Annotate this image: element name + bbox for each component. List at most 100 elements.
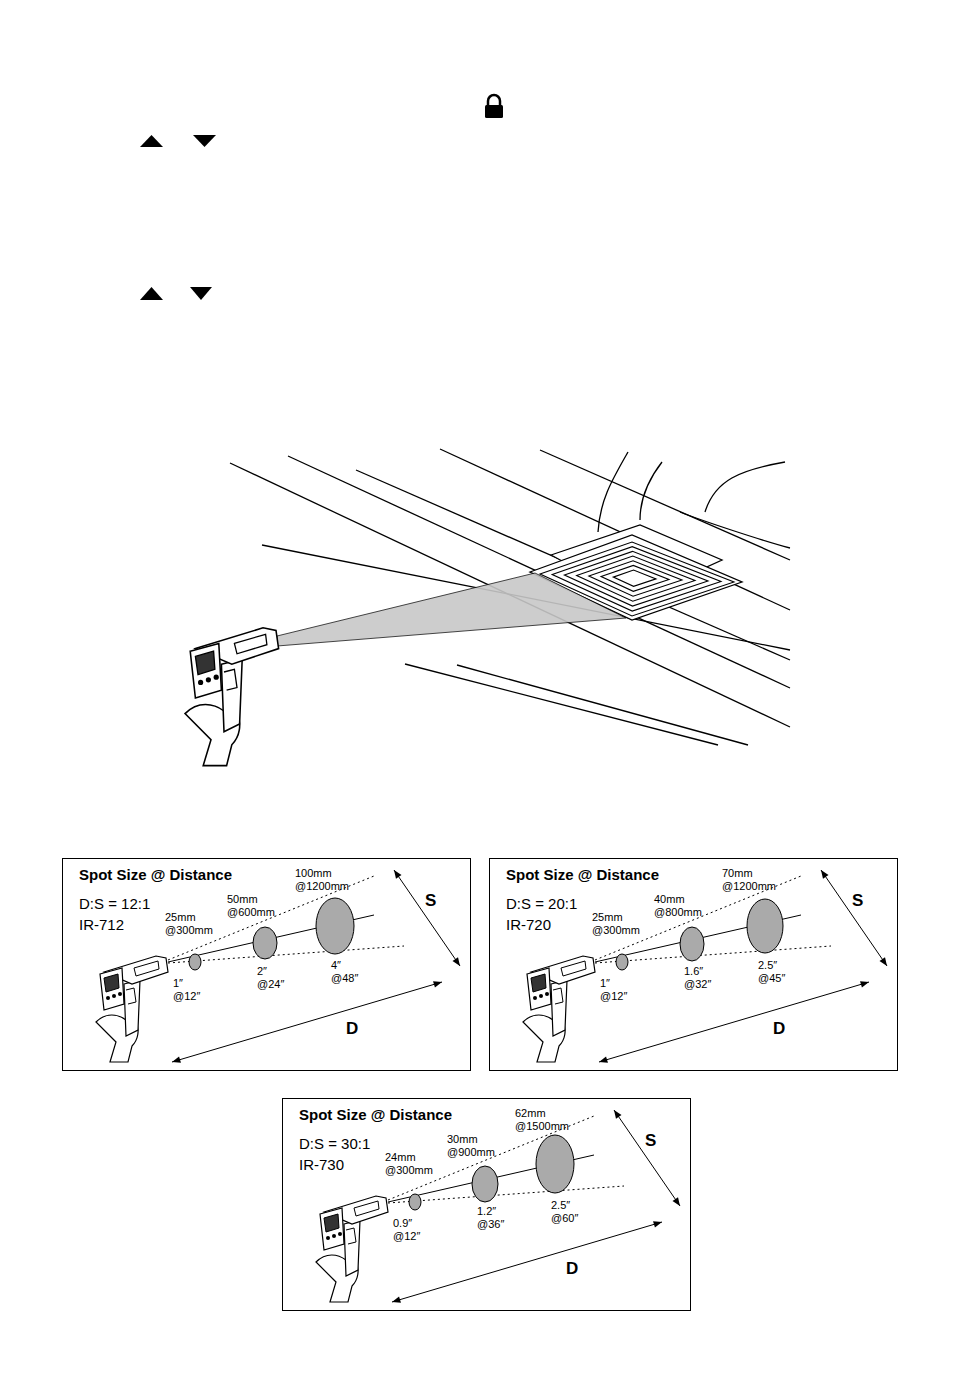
axis-letter: S — [852, 891, 863, 911]
up-arrow — [140, 287, 163, 300]
spot — [616, 954, 628, 970]
distance-arrow — [392, 1222, 662, 1302]
spot-size-label: 25mm @300mm — [592, 911, 644, 936]
thermometer — [523, 956, 595, 1062]
vent-louver — [589, 561, 682, 597]
duct — [640, 462, 662, 520]
symbols — [140, 95, 503, 300]
duct — [598, 452, 628, 532]
gun-handle — [551, 980, 567, 1036]
arrowhead — [880, 957, 887, 966]
spot — [253, 927, 277, 959]
vent-louver — [601, 565, 669, 591]
arrowhead — [821, 870, 828, 879]
spot-size-label: 30mm @900mm — [447, 1133, 503, 1158]
cone-edge — [388, 1186, 624, 1203]
distance-label: 1.2″ @36″ — [477, 1205, 513, 1230]
gun-button — [533, 996, 537, 1000]
gun-screen — [195, 651, 215, 674]
gun-screen — [324, 1214, 339, 1232]
gun-button — [332, 1234, 336, 1238]
distance-label: 2.5″ @45″ — [758, 959, 794, 984]
axis-letter: D — [566, 1259, 578, 1279]
ceiling-line — [230, 463, 790, 727]
gun-button — [214, 675, 219, 680]
distance-label: 1″ @12″ — [600, 977, 634, 1002]
axis-letter: D — [773, 1019, 785, 1039]
trigger — [346, 1228, 356, 1244]
gun-display-housing — [100, 968, 124, 1010]
distance-label: 0.9″ @12″ — [393, 1217, 427, 1242]
gun-button — [198, 680, 203, 685]
trigger — [553, 988, 563, 1004]
distance-label: 2″ @24″ — [257, 965, 293, 990]
thermometer — [316, 1196, 388, 1302]
lock-icon — [485, 105, 503, 118]
spot — [472, 1166, 498, 1202]
gun-panel — [561, 961, 586, 976]
spot-size-label: 70mm @1200mm — [722, 867, 782, 892]
ceiling-line — [457, 665, 748, 745]
ratio-label: D:S = 30:1 — [299, 1135, 370, 1152]
spot-size-panel: Spot Size @ DistanceD:S = 30:1IR-730 24mm… — [282, 1098, 691, 1311]
model-label: IR-730 — [299, 1156, 344, 1173]
axis-letter: D — [346, 1019, 358, 1039]
lock-shackle — [488, 95, 500, 106]
arrowhead — [453, 957, 460, 966]
spot-diagram — [316, 1110, 680, 1303]
ratio-label: D:S = 12:1 — [79, 895, 150, 912]
cone-edge — [168, 946, 404, 963]
distance-label: 2.5″ @60″ — [551, 1199, 587, 1224]
arrowhead — [860, 981, 869, 987]
down-arrow — [190, 287, 212, 300]
arrowhead — [392, 1296, 401, 1302]
panel-title: Spot Size @ Distance — [79, 866, 232, 883]
up-arrow — [140, 135, 163, 147]
gun-display-housing — [527, 968, 551, 1010]
spot — [536, 1135, 574, 1193]
arrowhead — [673, 1197, 680, 1206]
ceiling-line — [288, 456, 790, 688]
spot-diagram — [523, 870, 887, 1063]
ceiling-illustration — [185, 449, 790, 766]
gun-button — [326, 1236, 330, 1240]
spot-size-arrow — [394, 870, 460, 966]
arrowhead — [433, 981, 442, 987]
spot-size-label: 25mm @300mm — [165, 911, 217, 936]
spot-diagram — [96, 870, 460, 1063]
gun-handle — [221, 659, 242, 732]
vent-louver — [613, 570, 656, 586]
axis-letter: S — [425, 891, 436, 911]
ir-beam — [277, 573, 626, 646]
down-arrow — [193, 135, 216, 147]
spot — [409, 1194, 421, 1210]
gun-button — [206, 677, 211, 682]
gun-panel — [134, 961, 159, 976]
distance-arrow — [599, 982, 869, 1062]
panel-title: Spot Size @ Distance — [299, 1106, 452, 1123]
spot-size-label: 100mm @1200mm — [295, 867, 355, 892]
spot-size-arrow — [821, 870, 887, 966]
spot-size-arrow — [614, 1110, 680, 1206]
model-label: IR-712 — [79, 916, 124, 933]
gun-panel — [234, 634, 267, 654]
spot-size-label: 50mm @600mm — [227, 893, 283, 918]
thermometer — [96, 956, 168, 1062]
arrowhead — [653, 1221, 662, 1227]
arrowhead — [394, 870, 401, 879]
spot — [680, 927, 704, 961]
gun-button — [545, 992, 549, 996]
gun-panel — [354, 1201, 379, 1216]
trigger — [126, 988, 136, 1004]
cone-edge — [595, 946, 831, 963]
ratio-label: D:S = 20:1 — [506, 895, 577, 912]
spot — [189, 954, 201, 970]
vent-louver — [577, 556, 695, 601]
spot-size-panel: Spot Size @ DistanceD:S = 20:1IR-72025mm… — [489, 858, 898, 1071]
gun-button — [112, 994, 116, 998]
spot — [747, 899, 783, 953]
spot-size-label: 24mm @300mm — [385, 1151, 437, 1176]
ceiling-line — [405, 664, 718, 745]
distance-label: 1.6″ @32″ — [684, 965, 720, 990]
distance-arrow — [172, 982, 442, 1062]
